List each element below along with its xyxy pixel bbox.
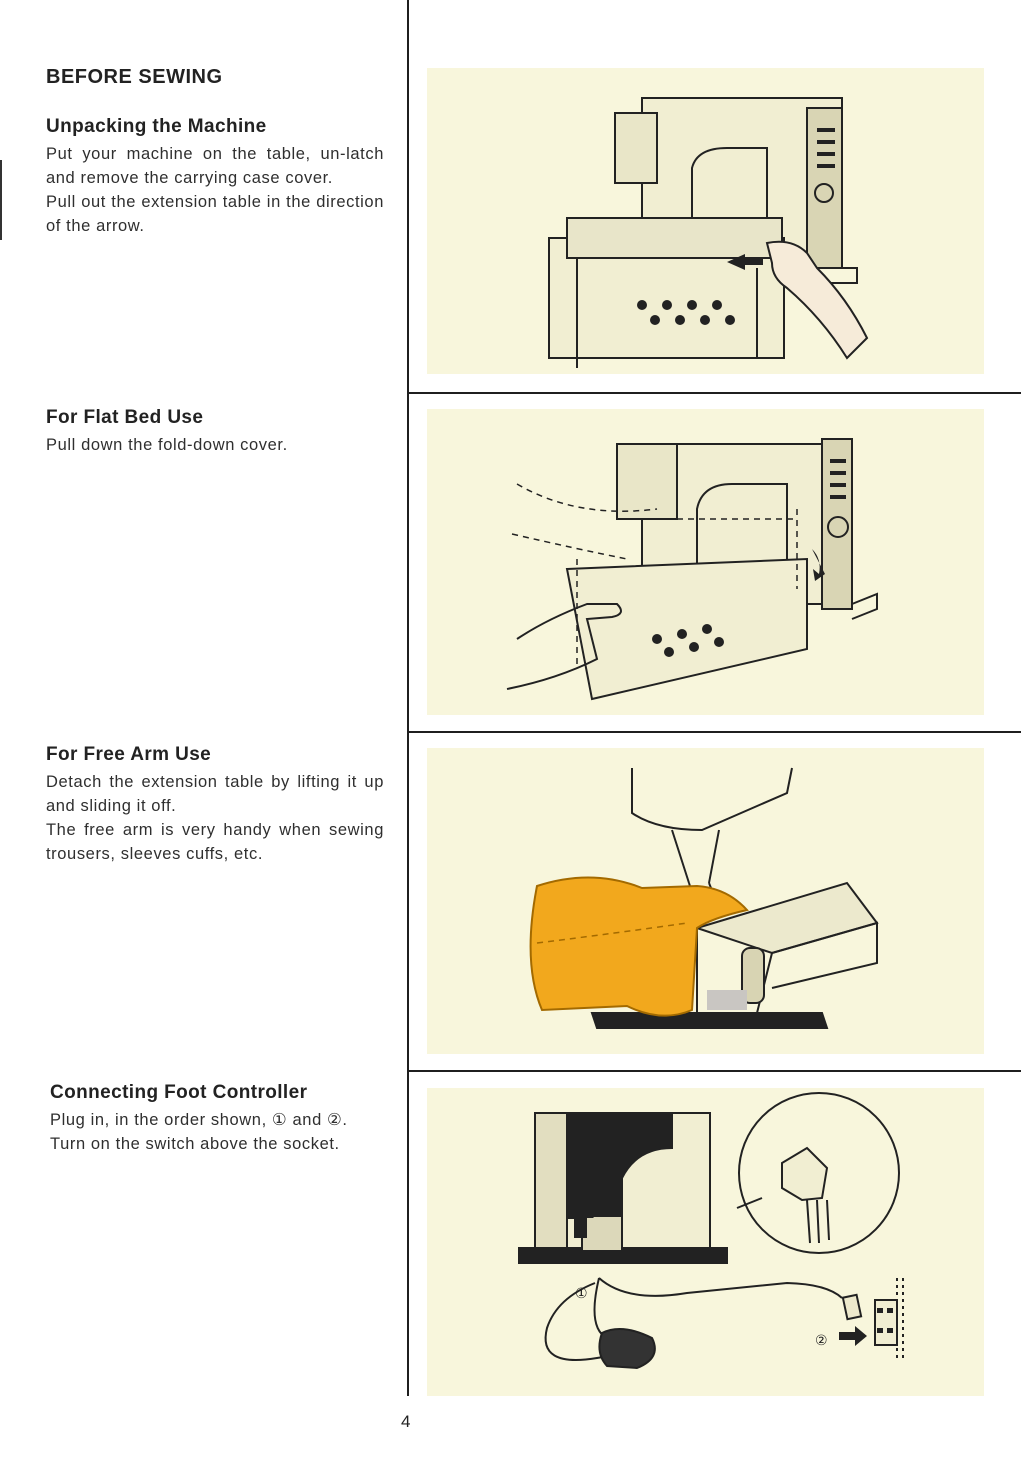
page-number: 4 [401,1412,411,1431]
sewing-machine-drawing [529,767,879,1029]
sewing-machine-drawing [548,97,869,368]
sewing-machine-drawing [506,438,878,701]
section-title: For Free Arm Use [46,744,212,765]
section-paragraph: Pull down the fold-down cover. [46,436,288,454]
section-paragraph: Detach the extension table by lifting it… [46,773,384,815]
sewing-machine-drawing: ① ② [518,1092,904,1370]
section-paragraph: Put your machine on the table, un-latch … [46,145,384,187]
section-free-arm: For Free Arm Use Detach the extension ta… [46,744,384,866]
section-foot-controller: Connecting Foot Controller Plug in, in t… [50,1082,386,1156]
row-divider [407,1070,1021,1072]
page-edge-mark [0,160,2,240]
section-paragraph: Pull out the extension table in the dire… [46,193,384,235]
fabric-sleeve [529,876,749,1017]
section-paragraph: The free arm is very handy when sewing t… [46,821,384,863]
row-divider [407,392,1021,394]
row-divider [407,731,1021,733]
illustration-flat-bed [427,409,984,715]
illustration-foot-controller: ① ② [427,1088,984,1396]
section-title: Connecting Foot Controller [50,1082,308,1103]
section-flat-bed: For Flat Bed Use Pull down the fold-down… [46,407,384,457]
column-divider [407,0,409,1396]
illustration-free-arm [427,748,984,1054]
section-title: For Flat Bed Use [46,407,204,428]
page-title: BEFORE SEWING [46,66,223,88]
section-unpacking: Unpacking the Machine Put your machine o… [46,116,384,238]
callout-2: ② [815,1333,828,1349]
callout-1: ① [575,1286,588,1302]
illustration-unpacking [427,68,984,374]
section-paragraph: Turn on the switch above the socket. [50,1135,340,1153]
section-title: Unpacking the Machine [46,116,267,137]
section-paragraph: Plug in, in the order shown, ① and ②. [50,1111,348,1129]
